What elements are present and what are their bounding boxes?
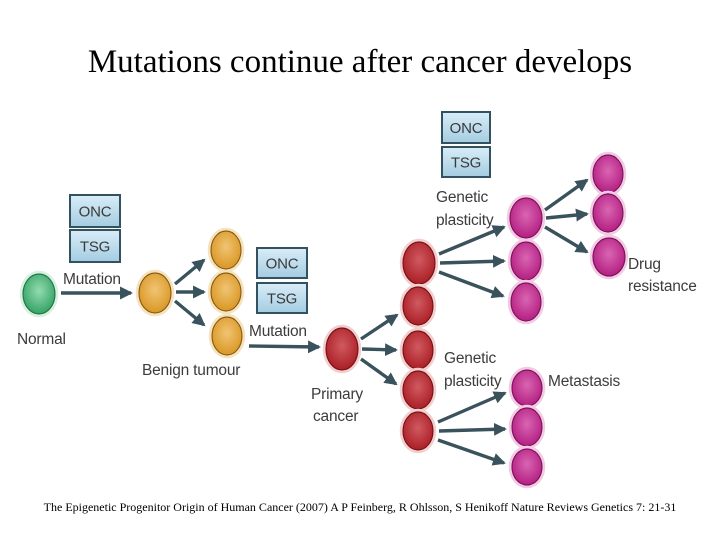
benign-cell-2: [210, 272, 242, 312]
primary-cancer-cell-halo: [322, 324, 362, 374]
genetic-plasticity-1-line2: plasticity: [436, 212, 494, 229]
tsg-box-3-label: TSG: [451, 155, 481, 172]
drug-resist-cell-1: [592, 154, 624, 194]
plastic-cell-1: [509, 197, 543, 239]
drug-resist-cell-3-halo: [589, 234, 629, 280]
flow-arrow: [361, 343, 398, 357]
flow-arrow: [173, 258, 206, 286]
normal-cell: [22, 273, 56, 315]
genetic-plasticity-2-line2: plasticity: [444, 373, 502, 390]
benign-stem-cell: [138, 272, 172, 314]
drug-resistance-label-line1: Drug: [628, 256, 661, 273]
benign-tumour-label: Benign tumour: [142, 362, 240, 379]
plastic-cell-3: [510, 282, 542, 322]
primary-cancer-label-line2: cancer: [313, 408, 358, 425]
cancer-cell-5: [402, 411, 434, 451]
flow-arrow: [545, 208, 589, 222]
metastasis-cell-3: [511, 448, 543, 486]
plastic-cell-2: [510, 241, 542, 281]
flow-arrow: [544, 225, 589, 254]
cancer-cell-2: [402, 286, 434, 326]
benign-cell-3-halo: [208, 313, 246, 359]
flow-arrow: [173, 299, 206, 327]
citation-text: The Epigenetic Progenitor Origin of Huma…: [43, 500, 677, 514]
plastic-cell-3-halo: [507, 279, 545, 325]
flow-arrow: [437, 391, 507, 424]
metastasis-cell-2: [511, 407, 543, 447]
drug-resist-cell-2-halo: [589, 190, 627, 236]
flow-arrow: [544, 178, 589, 212]
benign-cell-3: [211, 316, 243, 356]
primary-cancer-label-line1: Primary: [311, 386, 363, 403]
flow-arrow: [439, 254, 506, 268]
flow-arrow: [438, 225, 506, 256]
onc-box-2: [256, 247, 308, 279]
flow-arrow: [438, 422, 507, 436]
tsg-box-2: [256, 282, 308, 314]
genetic-plasticity-1-line1: Genetic: [436, 189, 488, 206]
benign-stem-cell-halo: [135, 269, 175, 317]
primary-cancer-cell: [325, 327, 359, 371]
benign-cell-1: [210, 230, 242, 270]
mutation-label-2: Mutation: [249, 323, 307, 340]
mutation-label-1: Mutation: [63, 271, 121, 288]
genetic-plasticity-2-line1: Genetic: [444, 350, 496, 367]
metastasis-cell-1: [511, 369, 543, 407]
flow-arrow: [438, 270, 505, 299]
tsg-box-1-label: TSG: [80, 239, 110, 256]
metastasis-cell-3-halo: [508, 445, 546, 489]
tsg-box-1: [69, 229, 121, 263]
onc-box-1-label: ONC: [79, 204, 112, 221]
flow-arrow: [360, 357, 398, 386]
flow-arrow: [437, 438, 506, 466]
tsg-box-3: [441, 146, 491, 178]
flow-arrow: [360, 313, 399, 341]
normal-label: Normal: [17, 331, 66, 348]
drug-resistance-label-line2: resistance: [628, 278, 697, 295]
cancer-cell-2-halo: [399, 283, 437, 329]
cancer-cell-5-halo: [399, 408, 437, 454]
onc-box-3-label: ONC: [450, 120, 483, 137]
slide-title: Mutations continue after cancer develops: [87, 44, 633, 80]
drug-resist-cell-2: [592, 193, 624, 233]
normal-cell-halo: [19, 270, 59, 318]
drug-resist-cell-3: [592, 237, 626, 277]
onc-box-1: [69, 194, 121, 228]
onc-box-2-label: ONC: [266, 256, 299, 273]
benign-cell-2-halo: [207, 269, 245, 315]
metastasis-label: Metastasis: [548, 373, 621, 390]
onc-box-3: [441, 111, 491, 144]
cancer-cell-3: [402, 330, 434, 370]
cancer-cell-1: [402, 241, 436, 285]
flow-arrow: [248, 340, 321, 354]
cancer-cell-4: [402, 370, 434, 410]
tsg-box-2-label: TSG: [267, 291, 297, 308]
